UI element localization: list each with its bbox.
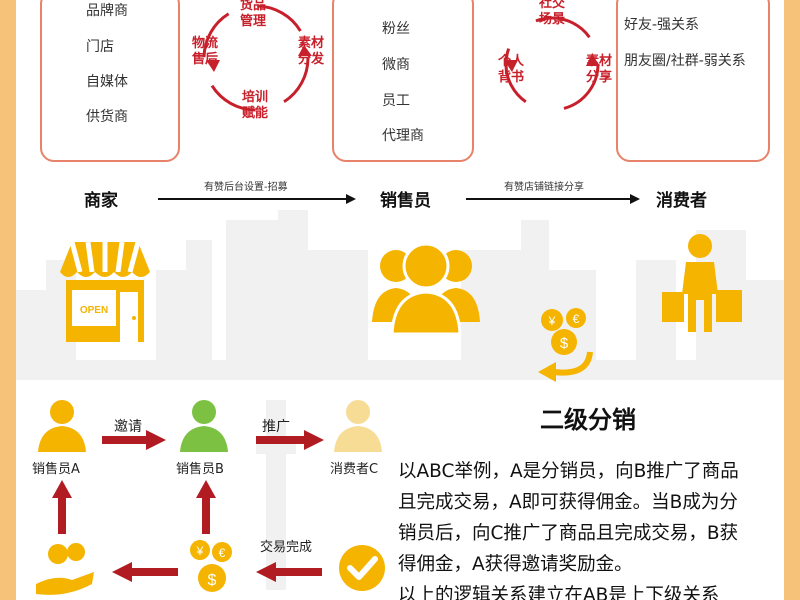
merchant-item: 门店 [86,39,114,55]
up-arrow-icon [196,480,216,534]
invite-arrow-icon [102,430,166,450]
merchant-types-box: 品牌商 门店 自媒体 供货商 [40,0,180,162]
flow-label-share: 有赞店铺链接分享 [504,182,584,193]
seller-item: 员工 [382,93,410,109]
role-merchant: 商家 [84,191,118,211]
svg-text:¥: ¥ [548,314,556,328]
label-promote: 推广 [262,419,290,435]
merchant-item: 自媒体 [86,74,128,90]
role-consumer: 消费者 [656,191,707,211]
coins-icon: ¥ € $ [190,540,232,592]
seller-a-icon [38,400,86,452]
label-deal-done: 交易完成 [260,540,313,555]
seller-b-icon [180,400,228,452]
paragraph-line: 得佣金，A获得邀请奖励金。 [398,554,633,575]
svg-text:€: € [219,546,226,560]
label-seller-b: 销售员B [176,462,224,477]
shop-sign: OPEN [80,305,108,316]
flow-label-recruit: 有赞后台设置-招募 [204,182,288,193]
promote-arrow-icon [256,430,324,450]
cycle-arrows-icon [504,16,600,112]
cycle-arrows-icon [202,4,312,112]
consumer-item: 好友-强关系 [624,17,700,33]
paragraph-line: 以ABC举例，A是分销员，向B推广了商品 [398,461,739,482]
svg-text:¥: ¥ [196,544,204,558]
merchant-item: 品牌商 [86,3,128,19]
coins-exchange-icon: ¥ € $ [538,308,593,382]
flow-arrow-icon [158,194,356,204]
merchant-cycle-box: 货品 管理 素材 分发 培训 赋能 物流 售后 [174,0,340,162]
merchant-item: 供货商 [86,109,128,125]
shopper-icon [662,234,742,332]
cycle-label-top: 货品 管理 [240,0,267,29]
checkmark-icon [339,545,385,591]
section-title: 二级分销 [540,406,636,434]
cycle-label-top: 社交 场景 [539,0,566,27]
infographic-canvas: 品牌商 门店 自媒体 供货商 货品 管理 素材 分发 培训 赋能 物流 售后 粉… [16,0,784,600]
seller-item: 微商 [382,57,410,73]
up-arrow-icon [52,480,72,534]
svg-text:$: $ [560,335,569,352]
paragraph-line: 且完成交易，A即可获得佣金。当B成为分 [398,492,738,513]
paragraph-line: 以上的逻辑关系建立在AB是上下级关系 [398,585,720,600]
role-seller: 销售员 [380,191,431,211]
consumer-c-icon [334,400,382,452]
svg-text:€: € [573,312,580,326]
left-arrow-icon [256,562,322,582]
cycle-label-right: 素材 分享 [586,54,613,85]
shop-icon: OPEN [60,241,150,342]
label-seller-a: 销售员A [32,462,80,477]
cycle-label-right: 素材 分发 [298,36,325,67]
seller-cycle-box: 社交 场景 素材 分享 个人 背书 [482,0,620,162]
seller-item: 代理商 [382,128,424,144]
hand-coins-icon [36,543,94,595]
seller-item: 粉丝 [382,21,410,37]
cycle-label-left: 物流 售后 [192,36,219,67]
consumer-relations-box: 好友-强关系 朋友圈/社群-弱关系 [616,0,770,162]
paragraph-line: 销员后，向C推广了商品且完成交易，B获 [398,523,739,544]
cycle-label-bottom: 培训 赋能 [242,90,269,121]
consumer-item: 朋友圈/社群-弱关系 [624,53,746,69]
label-consumer-c: 消费者C [330,462,379,477]
label-invite: 邀请 [114,419,142,435]
cycle-label-left: 个人 背书 [498,54,525,85]
svg-text:$: $ [208,572,217,589]
flow-arrow-icon [466,194,640,204]
explanation-paragraph: 以ABC举例，A是分销员，向B推广了商品 且完成交易，A即可获得佣金。当B成为分… [398,456,780,600]
sellers-group-icon [372,242,480,336]
left-arrow-icon [112,562,178,582]
seller-types-box: 粉丝 微商 员工 代理商 [332,0,474,162]
